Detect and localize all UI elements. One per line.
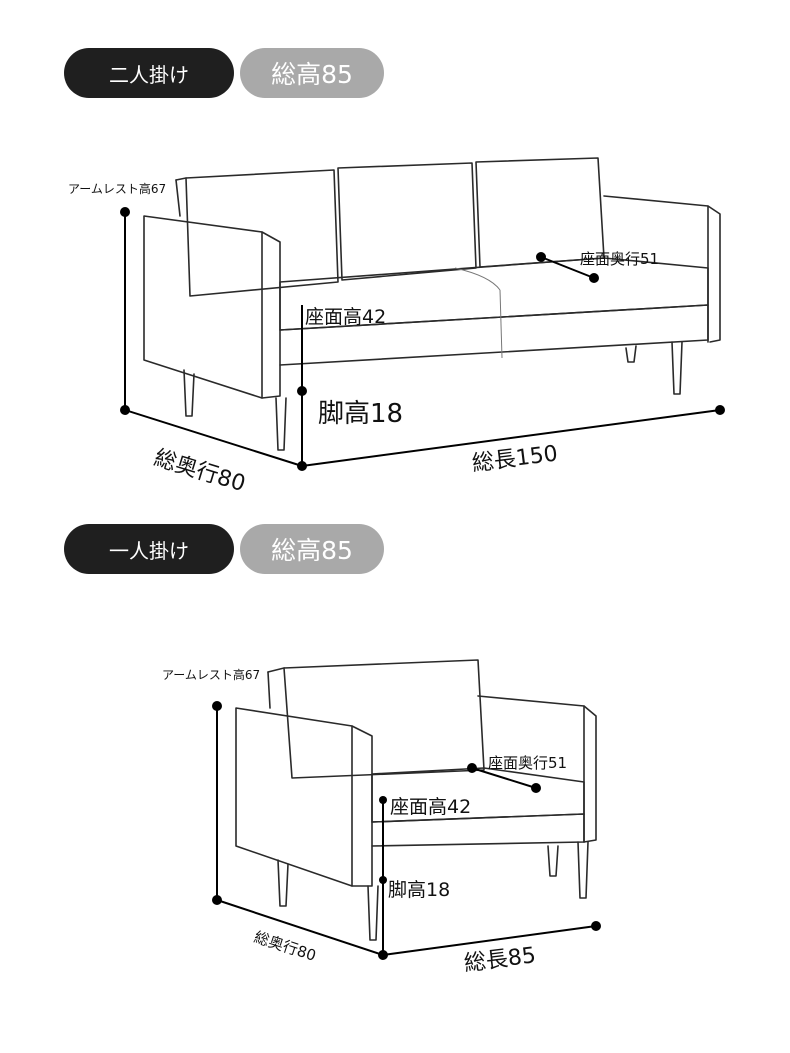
total-height-badge: 総高85 (240, 48, 384, 98)
type-badge-label: 一人掛け (109, 538, 189, 563)
armrest-height-label: アームレスト高67 (68, 182, 167, 196)
seat-depth-label: 座面奥行51 (580, 250, 660, 268)
one-seater-sofa-drawing (235, 659, 597, 941)
seat-height-label: 座面高42 (305, 306, 387, 328)
type-badge: 一人掛け (64, 524, 234, 574)
total-height-badge: 総高85 (240, 524, 384, 574)
armrest-height-label: アームレスト高67 (162, 668, 261, 682)
leg-height-label: 脚高18 (388, 879, 451, 901)
leg-height-label: 脚高18 (318, 399, 404, 429)
total-height-label: 総高85 (271, 536, 353, 565)
two-seater-sofa-drawing (143, 157, 721, 451)
two-seater-dimension-lines (120, 207, 725, 471)
seat-depth-label: 座面奥行51 (488, 754, 568, 772)
type-badge-label: 二人掛け (109, 62, 189, 87)
seat-height-label: 座面高42 (390, 796, 472, 818)
type-badge: 二人掛け (64, 48, 234, 98)
total-height-label: 総高85 (271, 60, 353, 89)
one-seater-dimension-lines (212, 701, 601, 960)
